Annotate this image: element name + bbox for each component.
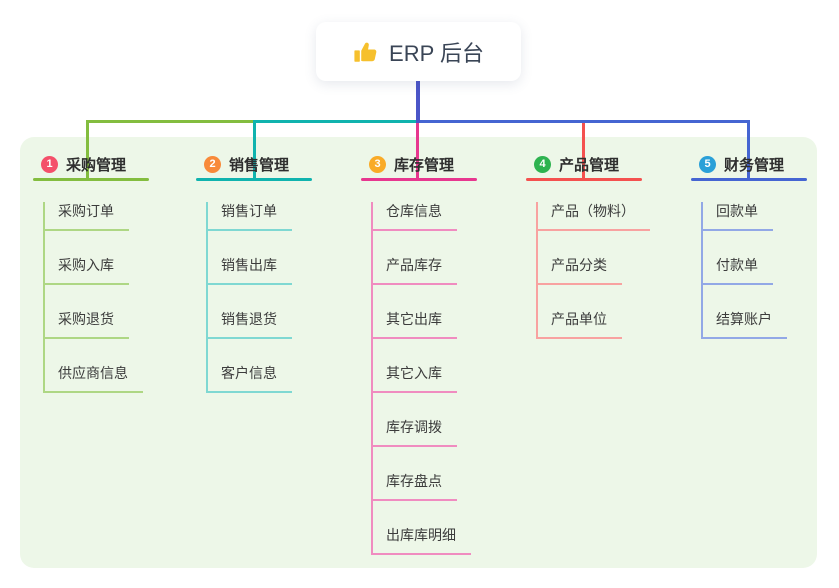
node-supplier-info[interactable]: 供应商信息 bbox=[45, 364, 143, 393]
branch-purchase-title[interactable]: 1 采购管理 bbox=[33, 150, 149, 178]
node-purchase-inbound[interactable]: 采购入库 bbox=[45, 256, 129, 285]
branch-product-underline bbox=[526, 178, 642, 181]
node-warehouse-info[interactable]: 仓库信息 bbox=[373, 202, 457, 231]
branch-sales-title[interactable]: 2 销售管理 bbox=[196, 150, 312, 178]
branch-product-children: 产品（物料） 产品分类 产品单位 bbox=[536, 202, 650, 339]
branch-inventory[interactable]: 3 库存管理 仓库信息 产品库存 其它出库 其它入库 库存调拨 库存盘点 出库库… bbox=[361, 150, 477, 555]
branch-finance-label: 财务管理 bbox=[724, 156, 785, 174]
branch-sales-label: 销售管理 bbox=[229, 156, 290, 174]
branch-inventory-title[interactable]: 3 库存管理 bbox=[361, 150, 477, 178]
connector-drop-finance bbox=[747, 120, 750, 180]
branch-inventory-label: 库存管理 bbox=[394, 156, 455, 174]
badge-5: 5 bbox=[699, 155, 716, 173]
branch-purchase-children: 采购订单 采购入库 采购退货 供应商信息 bbox=[43, 202, 143, 393]
node-product-stock[interactable]: 产品库存 bbox=[373, 256, 457, 285]
badge-3: 3 bbox=[369, 155, 386, 173]
node-receipt-doc[interactable]: 回款单 bbox=[703, 202, 773, 231]
node-settlement-account[interactable]: 结算账户 bbox=[703, 310, 787, 339]
branch-purchase-label: 采购管理 bbox=[66, 156, 127, 174]
connector-drop-inventory bbox=[416, 120, 419, 180]
branch-finance-title[interactable]: 5 财务管理 bbox=[691, 150, 807, 178]
branch-inventory-children: 仓库信息 产品库存 其它出库 其它入库 库存调拨 库存盘点 出库库明细 bbox=[371, 202, 471, 555]
badge-2: 2 bbox=[204, 155, 221, 173]
branch-finance-underline bbox=[691, 178, 807, 181]
connector-h-purchase bbox=[86, 120, 255, 123]
connector-root bbox=[416, 81, 420, 123]
branches-panel bbox=[20, 137, 817, 568]
node-product-material[interactable]: 产品（物料） bbox=[538, 202, 650, 231]
node-stock-count[interactable]: 库存盘点 bbox=[373, 472, 457, 501]
connector-h-finance bbox=[416, 120, 750, 123]
branch-finance-children: 回款单 付款单 结算账户 bbox=[701, 202, 787, 339]
node-outbound-detail[interactable]: 出库库明细 bbox=[373, 526, 471, 555]
root-node[interactable]: ERP 后台 bbox=[316, 22, 521, 81]
badge-4: 4 bbox=[534, 155, 551, 173]
branch-product[interactable]: 4 产品管理 产品（物料） 产品分类 产品单位 bbox=[526, 150, 650, 339]
branch-purchase[interactable]: 1 采购管理 采购订单 采购入库 采购退货 供应商信息 bbox=[33, 150, 149, 393]
thumbs-up-icon bbox=[353, 39, 379, 65]
node-stock-transfer[interactable]: 库存调拨 bbox=[373, 418, 457, 447]
node-purchase-order[interactable]: 采购订单 bbox=[45, 202, 129, 231]
node-customer-info[interactable]: 客户信息 bbox=[208, 364, 292, 393]
node-other-outbound[interactable]: 其它出库 bbox=[373, 310, 457, 339]
connector-drop-sales bbox=[253, 120, 256, 180]
branch-product-title[interactable]: 4 产品管理 bbox=[526, 150, 650, 178]
node-other-inbound[interactable]: 其它入库 bbox=[373, 364, 457, 393]
branch-sales-children: 销售订单 销售出库 销售退货 客户信息 bbox=[206, 202, 292, 393]
branch-sales[interactable]: 2 销售管理 销售订单 销售出库 销售退货 客户信息 bbox=[196, 150, 312, 393]
connector-drop-product bbox=[582, 120, 585, 180]
badge-1: 1 bbox=[41, 155, 58, 173]
node-sales-return[interactable]: 销售退货 bbox=[208, 310, 292, 339]
connector-h-sales bbox=[253, 120, 418, 123]
branch-product-label: 产品管理 bbox=[559, 156, 620, 174]
node-payment-doc[interactable]: 付款单 bbox=[703, 256, 773, 285]
root-label: ERP 后台 bbox=[389, 40, 484, 66]
connector-drop-purchase bbox=[86, 120, 89, 180]
branch-purchase-underline bbox=[33, 178, 149, 181]
node-sales-order[interactable]: 销售订单 bbox=[208, 202, 292, 231]
node-product-unit[interactable]: 产品单位 bbox=[538, 310, 622, 339]
node-product-category[interactable]: 产品分类 bbox=[538, 256, 622, 285]
node-sales-outbound[interactable]: 销售出库 bbox=[208, 256, 292, 285]
branch-finance[interactable]: 5 财务管理 回款单 付款单 结算账户 bbox=[691, 150, 807, 339]
branch-sales-underline bbox=[196, 178, 312, 181]
node-purchase-return[interactable]: 采购退货 bbox=[45, 310, 129, 339]
branch-inventory-underline bbox=[361, 178, 477, 181]
